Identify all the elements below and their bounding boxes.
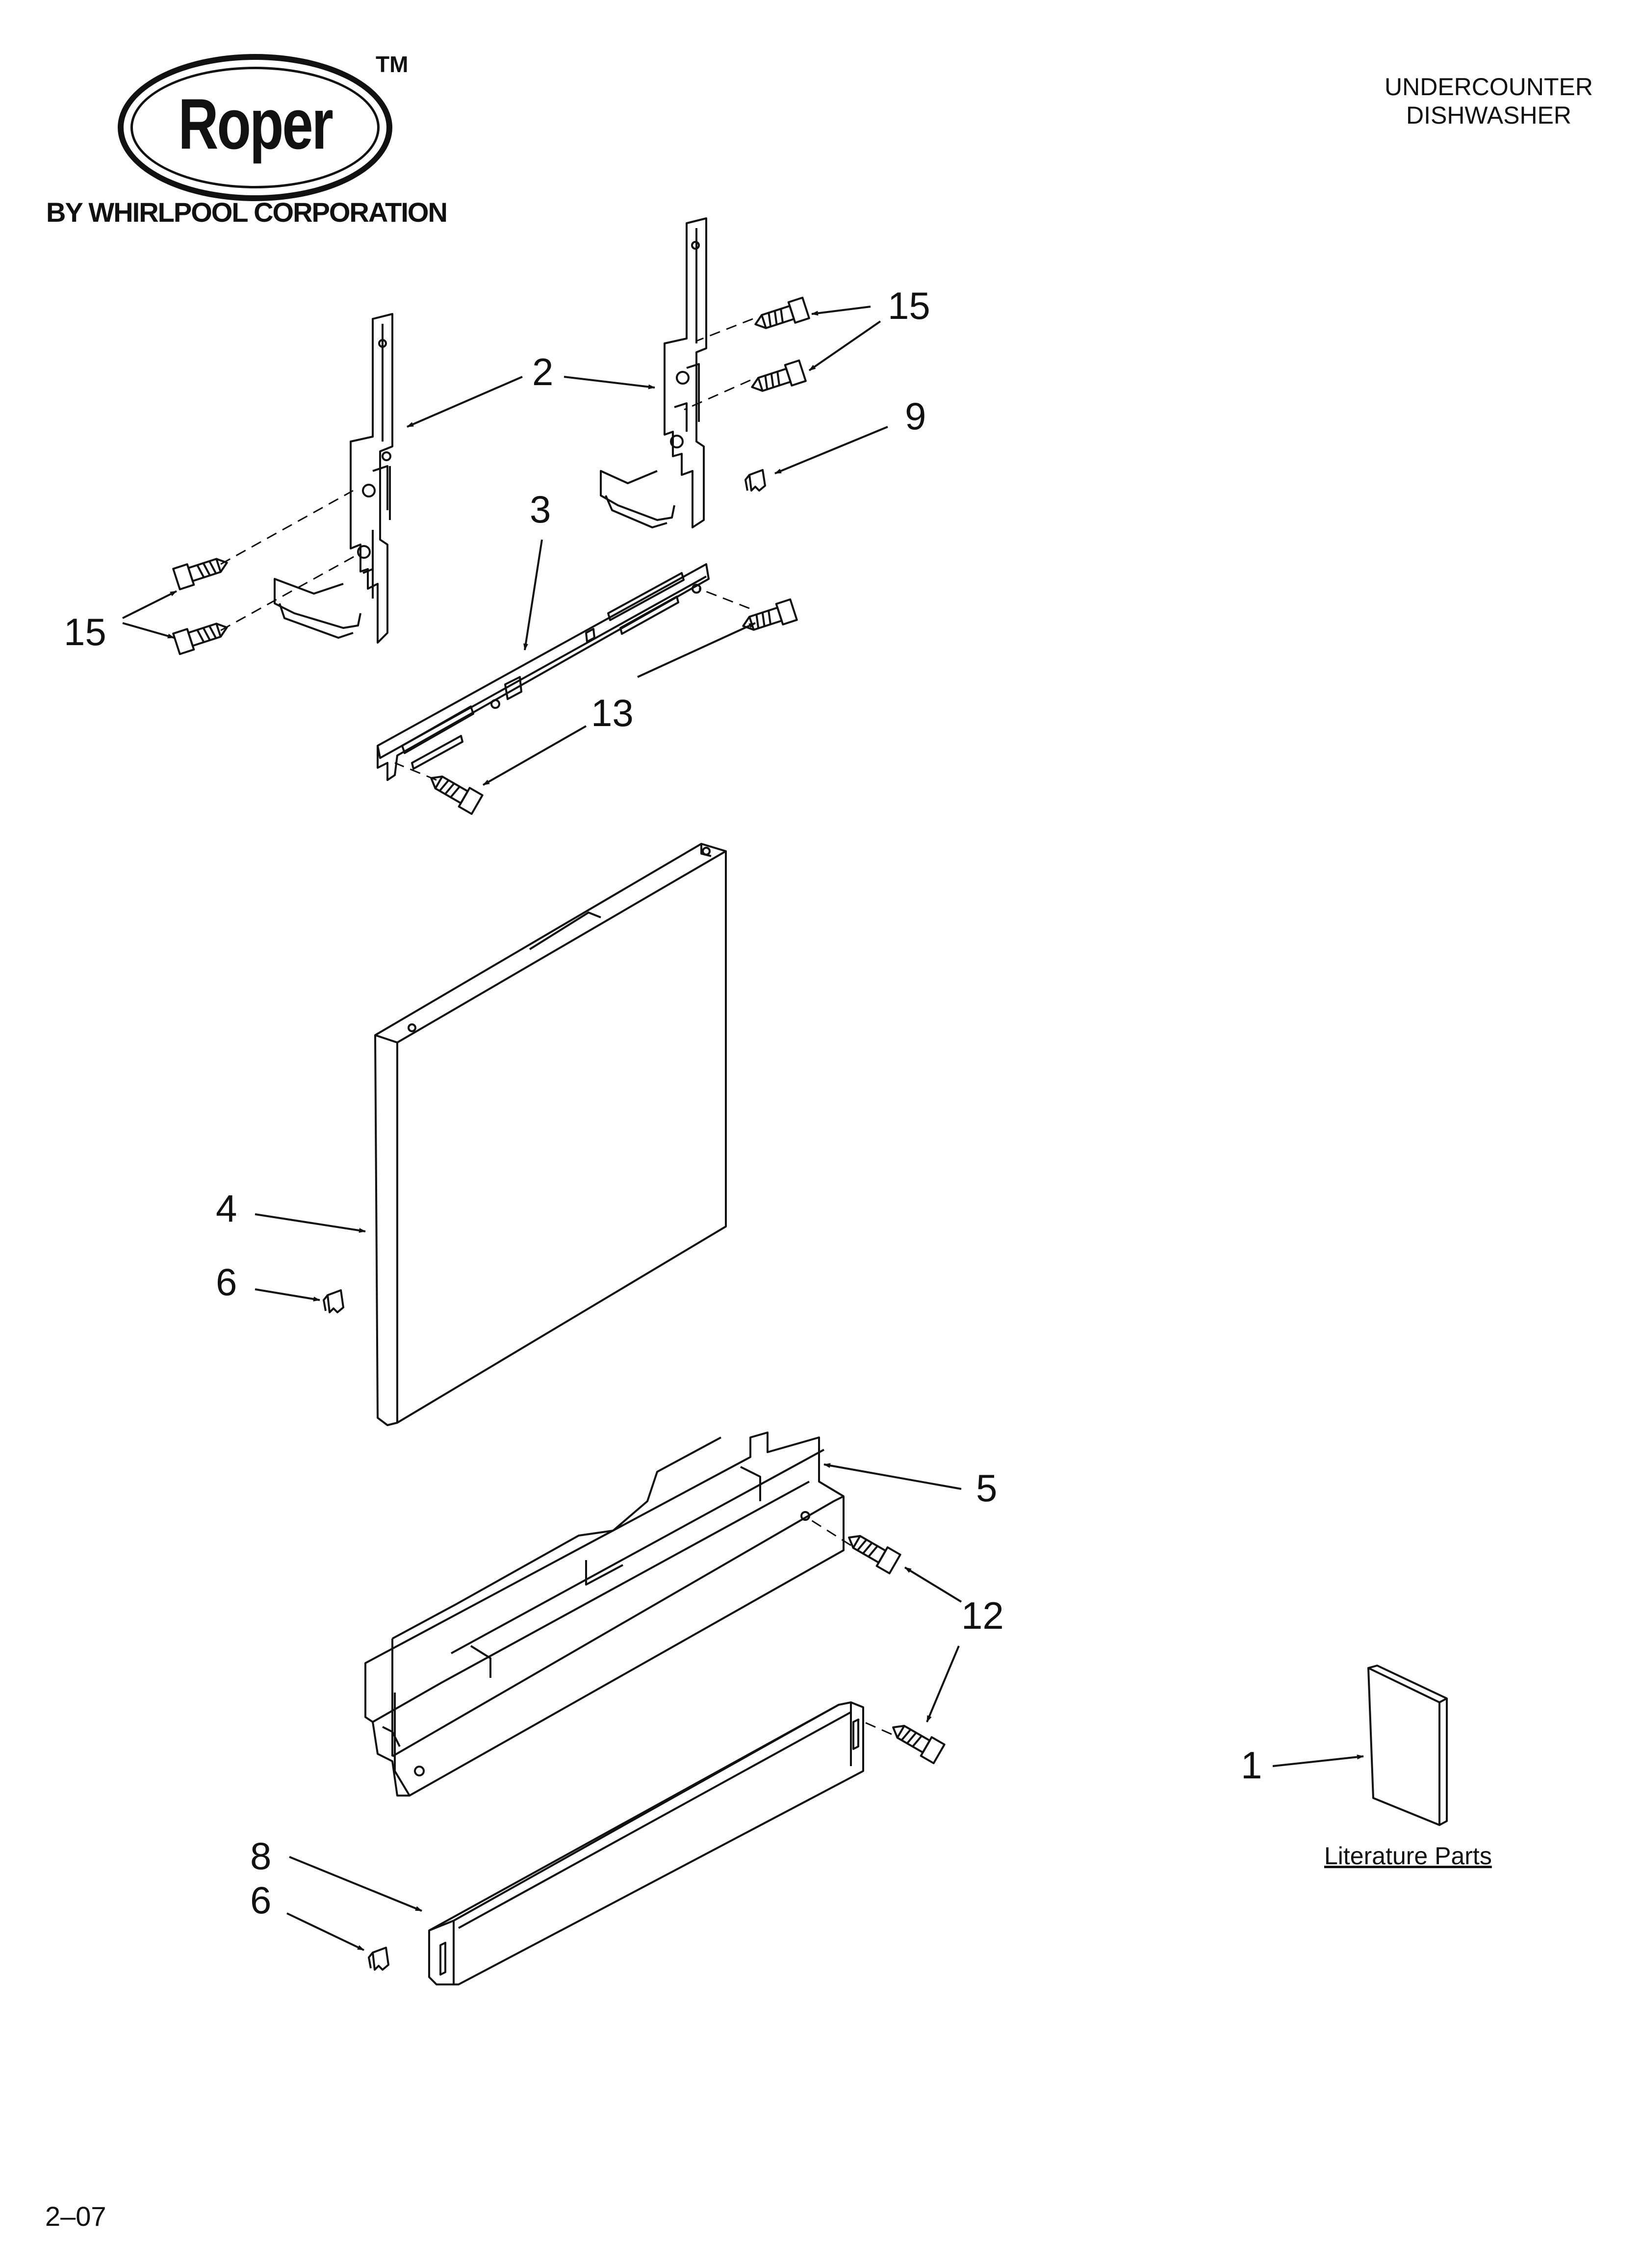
- leader-2-right: [564, 376, 655, 390]
- leader-12-lower: [926, 1645, 960, 1722]
- leader-13-right: [637, 622, 756, 678]
- leader-8: [289, 1856, 422, 1912]
- clip-part-9: [744, 469, 766, 492]
- logo-byline: BY WHIRLPOOL CORPORATION: [46, 197, 448, 228]
- leader-5: [823, 1463, 962, 1490]
- callout-5: 5: [976, 1466, 997, 1510]
- leader-13-left: [483, 725, 587, 786]
- leader-3: [523, 539, 543, 651]
- literature-booklet: [1367, 1665, 1448, 1826]
- callout-4: 4: [216, 1187, 237, 1230]
- logo-oval-inner: [130, 67, 380, 188]
- callout-6-lower: 6: [250, 1878, 271, 1922]
- leader-6-upper: [255, 1288, 320, 1302]
- hinge-support-rail: [377, 563, 710, 781]
- callout-2: 2: [532, 350, 553, 393]
- right-hinge-bracket: [600, 217, 707, 528]
- leader-9: [774, 426, 888, 474]
- leader-2-left: [407, 376, 523, 428]
- callout-15-lower: 15: [64, 610, 106, 653]
- callout-1: 1: [1241, 1744, 1262, 1787]
- alignment-lines: [220, 318, 892, 1735]
- toe-panel: [428, 1701, 864, 1985]
- callout-12: 12: [961, 1594, 1004, 1637]
- logo-word: Roper: [178, 84, 334, 164]
- product-type-line-2: DISHWASHER: [1406, 102, 1572, 129]
- clip-part-6-upper: [323, 1289, 344, 1313]
- leader-15-lower-a: [122, 590, 177, 619]
- revision-code: 2–07: [45, 2201, 106, 2232]
- leader-15-upper-b: [808, 320, 881, 371]
- screw-12-lower: [892, 1724, 946, 1765]
- trademark-mark: TM: [376, 52, 409, 77]
- leader-1: [1272, 1754, 1364, 1767]
- screw-13-right: [742, 598, 798, 631]
- lower-access-panel: [364, 1432, 845, 1797]
- literature-parts-label: Literature Parts: [1324, 1842, 1492, 1870]
- callout-8: 8: [250, 1834, 271, 1877]
- callout-6-upper: 6: [216, 1260, 237, 1303]
- callout-3: 3: [530, 488, 551, 531]
- product-type-line-1: UNDERCOUNTER: [1385, 73, 1593, 101]
- outer-door-panel: [374, 843, 727, 1426]
- leader-6-lower: [286, 1912, 364, 1951]
- leader-12-upper: [904, 1566, 962, 1603]
- callout-13: 13: [591, 691, 634, 734]
- screw-13-left: [430, 775, 484, 815]
- leader-lines: [122, 306, 1364, 1951]
- screw-12-upper: [848, 1535, 901, 1575]
- leader-15-lower-b: [122, 622, 175, 639]
- leader-4: [255, 1213, 366, 1233]
- screw-15-upper-b: [751, 359, 807, 392]
- screw-15-lower-a: [172, 558, 228, 591]
- leader-15-upper-a: [811, 306, 871, 316]
- roper-logo: Roper TM BY WHIRLPOOL CORPORATION: [39, 52, 448, 231]
- clip-part-6-lower: [368, 1947, 389, 1971]
- callout-15-upper: 15: [888, 284, 930, 327]
- product-type: UNDERCOUNTER DISHWASHER: [1385, 73, 1593, 130]
- screw-15-upper-a: [754, 296, 810, 329]
- callout-9: 9: [905, 394, 926, 438]
- left-hinge-bracket: [274, 313, 393, 644]
- screw-15-lower-b: [172, 623, 228, 655]
